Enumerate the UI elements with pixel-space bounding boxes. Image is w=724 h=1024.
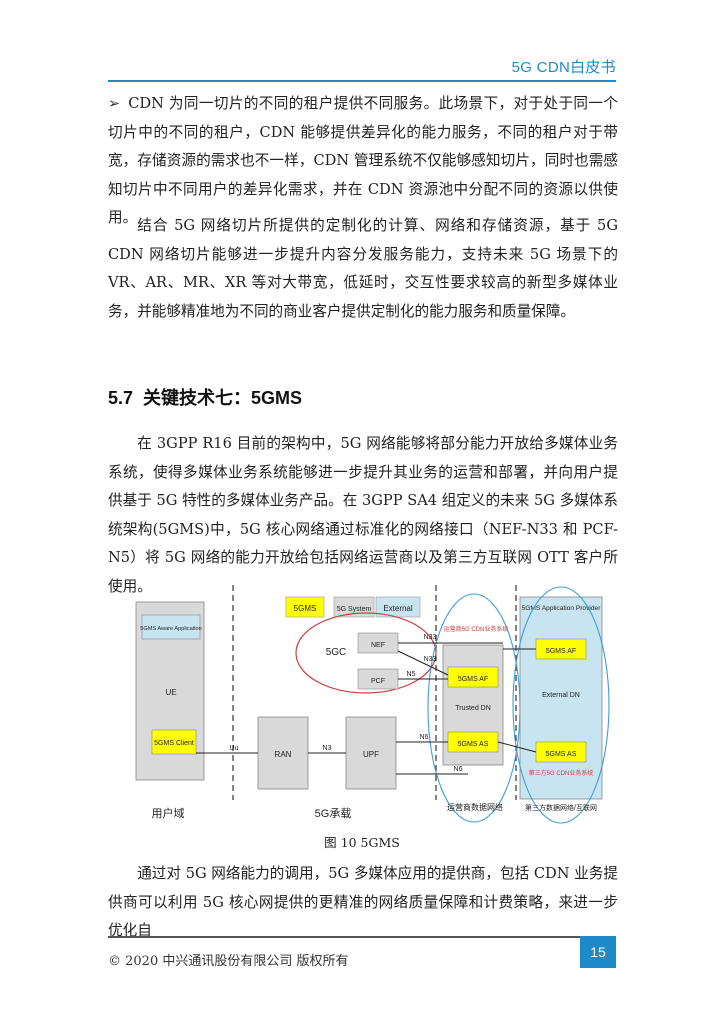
zone-operator-dn: 运营商数据网络 bbox=[447, 802, 503, 812]
external-dn-label: External DN bbox=[542, 692, 580, 699]
external-provider-box bbox=[519, 596, 603, 800]
section-number: 5.7 bbox=[108, 388, 134, 408]
upf-box bbox=[345, 716, 397, 790]
document-header-title: 5G CDN白皮书 bbox=[511, 59, 616, 76]
5gms-aware-app-label: 5GMS Aware Application bbox=[140, 626, 201, 632]
5gc-ellipse bbox=[295, 612, 437, 694]
n3-label: N3 bbox=[323, 745, 332, 752]
bullet-paragraph-text: CDN 为同一切片的不同的租户提供不同服务。此场景下，对于处于同一个切片中的不同… bbox=[108, 95, 618, 227]
zone-third-party-dn: 第三方数据网络/互联网 bbox=[525, 803, 597, 812]
5gms-architecture-diagram: 5GMS 5G System External 5GMS Aware Appli… bbox=[135, 585, 610, 824]
figure-caption: 图 10 5GMS bbox=[324, 835, 400, 850]
external-af-label: 5GMS AF bbox=[546, 648, 576, 655]
5gms-aware-app-box bbox=[141, 614, 201, 640]
n33-label-1: N33 bbox=[424, 634, 437, 641]
trusted-as-label: 5GMS AS bbox=[458, 741, 489, 748]
footer-copyright: © 2020 中兴通讯股份有限公司 版权所有 bbox=[108, 954, 349, 969]
section-title: 关键技术七：5GMS bbox=[143, 388, 303, 408]
trusted-dn-label: Trusted DN bbox=[455, 705, 491, 712]
section-heading: 5.7 关键技术七：5GMS bbox=[108, 384, 302, 410]
pcf-label: PCF bbox=[371, 678, 385, 685]
legend-5g-system: 5G System bbox=[337, 606, 372, 613]
header-divider bbox=[108, 80, 616, 82]
trusted-af-box bbox=[447, 666, 499, 688]
zone-5g-bearer: 5G承载 bbox=[315, 807, 352, 820]
paragraph-3: 在 3GPP R16 目前的架构中，5G 网络能够将部分能力开放给多媒体业务系统… bbox=[108, 435, 618, 595]
page-number: 15 bbox=[580, 936, 616, 968]
5gc-label: 5GC bbox=[326, 647, 347, 658]
upf-label: UPF bbox=[363, 750, 379, 759]
ran-box bbox=[257, 716, 309, 790]
n5-label: N5 bbox=[407, 671, 416, 678]
ran-label: RAN bbox=[275, 750, 292, 759]
paragraph-4: 通过对 5G 网络能力的调用，5G 多媒体应用的提供商，包括 CDN 业务提供商… bbox=[108, 865, 618, 940]
external-as-label: 5GMS AS bbox=[546, 751, 577, 758]
5gms-client-label: 5GMS Client bbox=[154, 740, 194, 747]
third-party-cdn-label: 第三方5G CDN业务系统 bbox=[529, 769, 594, 777]
legend-5gms: 5GMS bbox=[294, 604, 317, 613]
n6-label-1: N6 bbox=[420, 734, 429, 741]
operator-cdn-label: 运营商5G CDN业务系统 bbox=[444, 625, 509, 633]
bullet-arrow-icon: ➢ bbox=[108, 95, 121, 112]
uu-label: Uu bbox=[230, 745, 239, 752]
ue-label: UE bbox=[165, 688, 176, 697]
footer-divider bbox=[108, 936, 616, 938]
5gms-client-box bbox=[151, 729, 197, 755]
trusted-af-label: 5GMS AF bbox=[458, 676, 488, 683]
bullet-paragraph: ➢CDN 为同一切片的不同的租户提供不同服务。此场景下，对于处于同一个切片中的不… bbox=[108, 90, 618, 233]
zone-user-domain: 用户域 bbox=[152, 806, 185, 820]
provider-label: 5GMS Application Provider bbox=[522, 605, 602, 612]
legend-external: External bbox=[383, 604, 413, 613]
n6-label-2: N6 bbox=[454, 766, 463, 773]
n33-label-2: N33 bbox=[424, 656, 437, 663]
third-party-cdn-ellipse bbox=[512, 586, 610, 824]
paragraph-2: 结合 5G 网络切片所提供的定制化的计算、网络和存储资源，基于 5G CDN 网… bbox=[108, 217, 618, 320]
nef-label: NEF bbox=[371, 642, 385, 649]
